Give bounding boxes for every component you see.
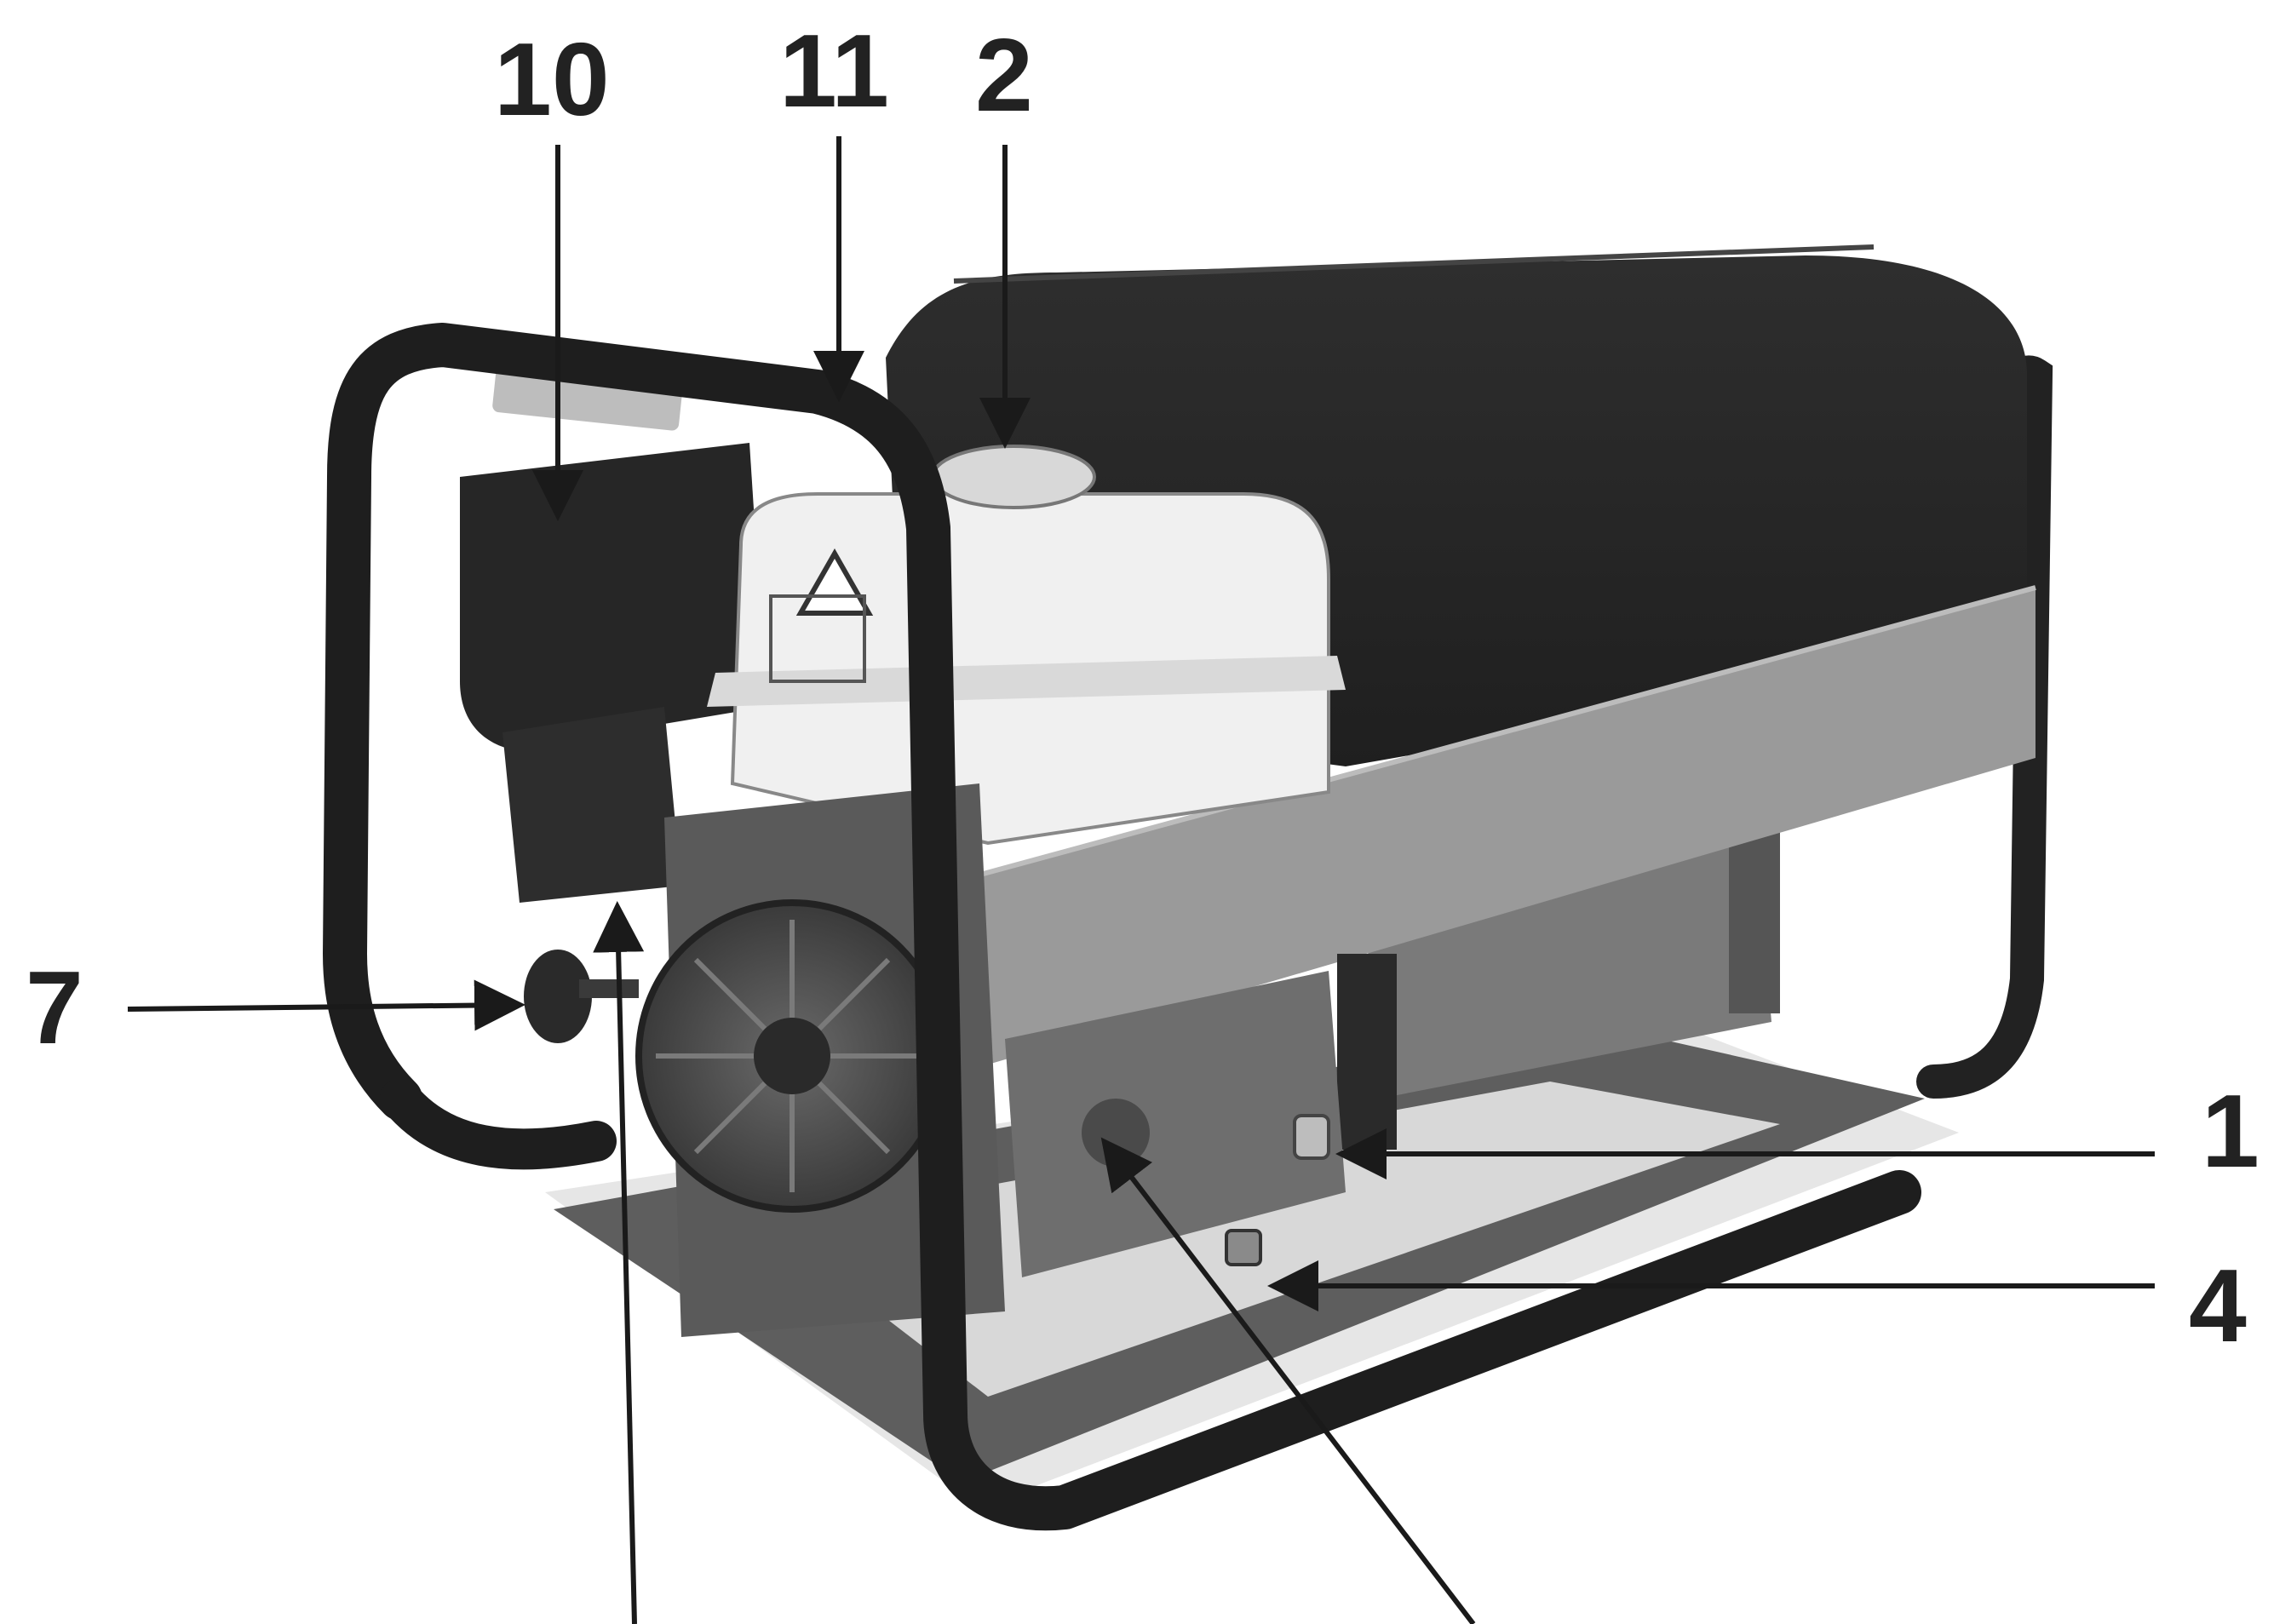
- oil-drain-plug: [1225, 1229, 1262, 1266]
- warning-triangle-icon: [795, 548, 874, 616]
- alternator-vent: [1729, 826, 1780, 1013]
- leader-bottom-left: [593, 901, 645, 1624]
- control-plate: [1337, 954, 1397, 1150]
- recoil-fan-hub: [754, 1018, 830, 1094]
- leader-bottom-right: [1100, 1137, 1476, 1624]
- callout-label-1: 1: [2202, 1073, 2259, 1189]
- warning-label: [769, 594, 866, 683]
- base-plate-opening: [767, 1082, 1780, 1397]
- choke-rod: [579, 979, 639, 998]
- shroud-rim: [707, 656, 1346, 707]
- cross-bar-edge: [970, 585, 2036, 880]
- callout-labels: 10 11 2 7 1 4: [26, 13, 2259, 1363]
- alternator-top-edge: [953, 244, 1875, 284]
- generator-illustration: [323, 244, 2053, 1531]
- oil-fill-plug: [1293, 1114, 1330, 1160]
- air-filter-lower: [502, 707, 681, 903]
- callout-label-2: 2: [975, 17, 1033, 133]
- callout-label-7: 7: [26, 950, 83, 1065]
- callout-label-10: 10: [494, 21, 610, 137]
- callout-leaders: [127, 136, 2155, 1624]
- recoil-fan-fins: [656, 920, 928, 1192]
- fuel-tank-cap: [931, 445, 1096, 509]
- front-frame-base: [380, 1078, 617, 1170]
- leader-7: [127, 979, 525, 1031]
- cross-bar: [971, 588, 2035, 1064]
- callout-label-11: 11: [779, 13, 889, 129]
- crankcase: [1005, 971, 1346, 1277]
- callout-label-4: 4: [2189, 1248, 2247, 1363]
- choke-knob: [524, 950, 592, 1043]
